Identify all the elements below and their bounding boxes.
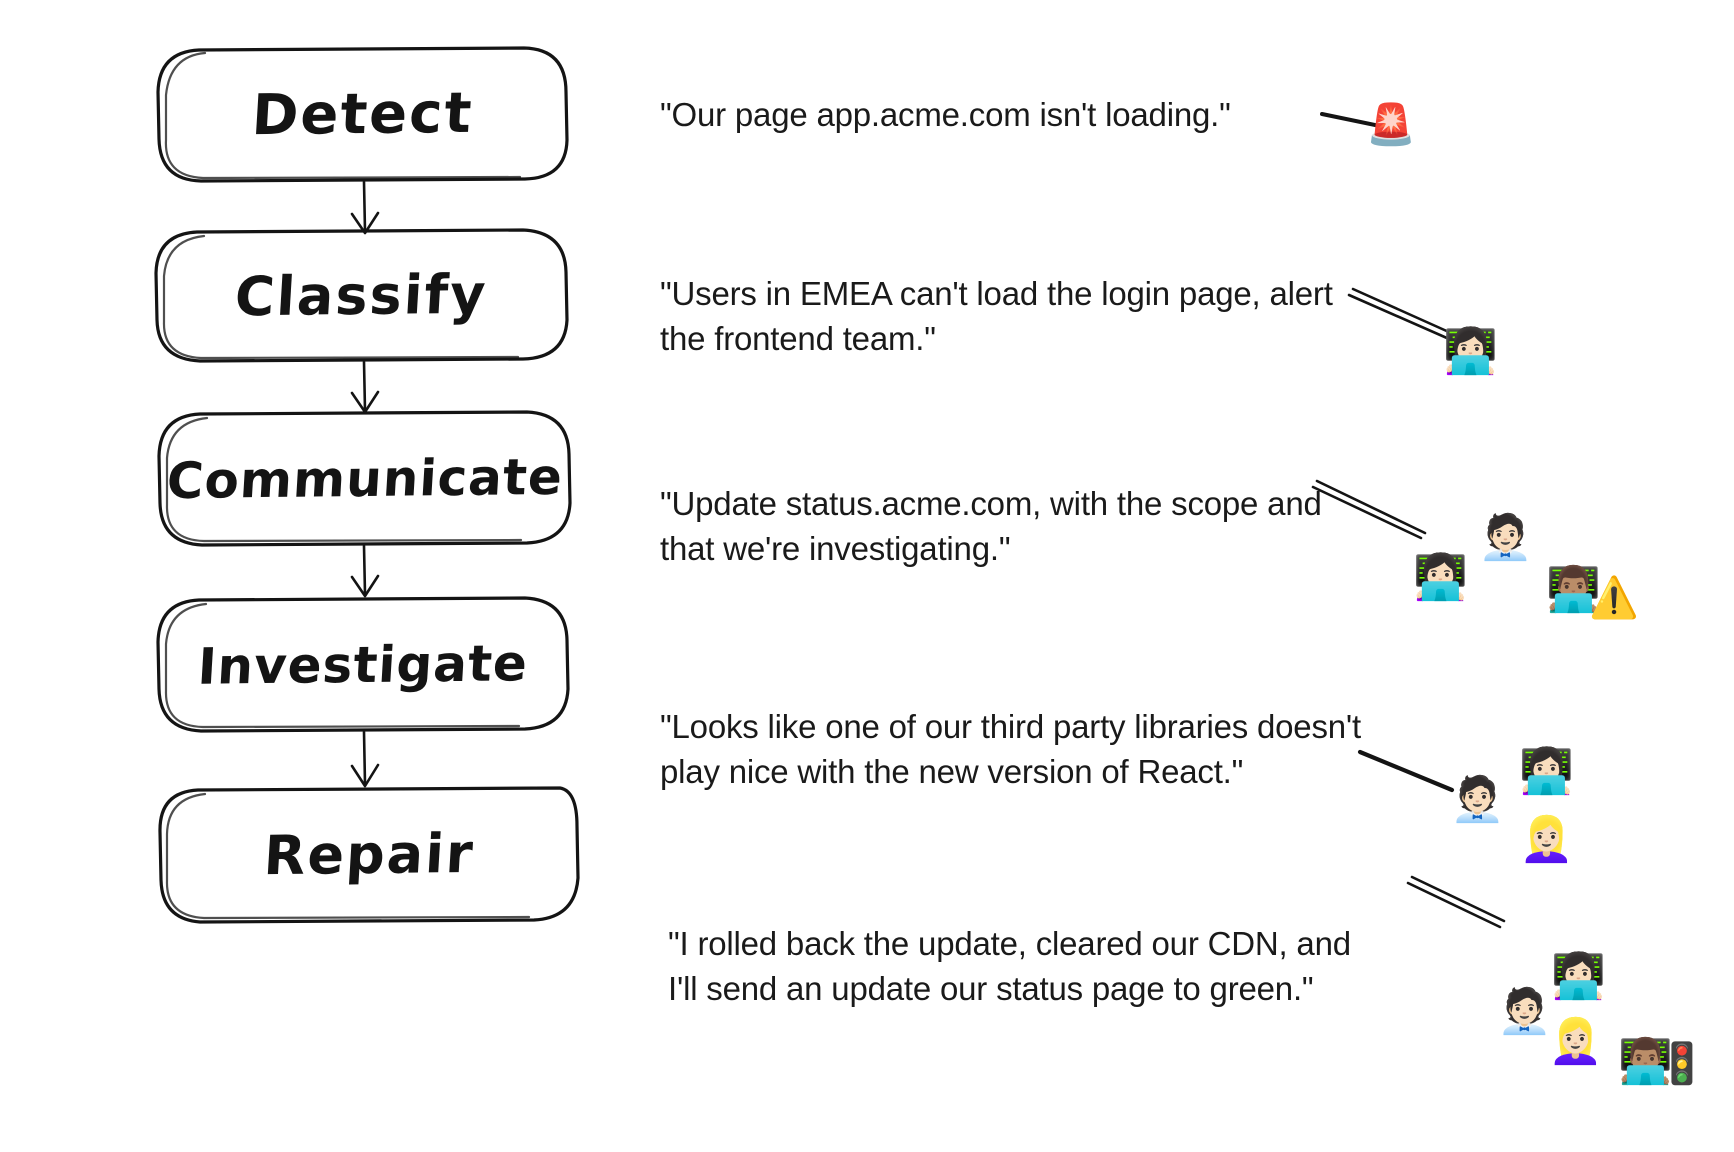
node-label-classify: Classify [233,262,490,328]
node-label-communicate: Communicate [164,447,565,510]
quote-classify: "Users in EMEA can't load the login page… [660,275,1333,357]
office-worker-icon: 🧑🏻‍💼 [1478,512,1533,563]
office-worker-icon: 🧑🏻‍💼 [1497,986,1552,1037]
police-car-light-icon: 🚨 [1366,102,1416,148]
quote-repair: "I rolled back the update, cleared our C… [668,925,1351,1007]
quote-investigate: "Looks like one of our third party libra… [660,708,1361,790]
blonde-woman-technologist-icon: 👱🏻‍♀️ [1548,1016,1603,1067]
warning-icon: ⚠️ [1589,575,1639,621]
node-label-repair: Repair [261,821,477,888]
woman-technologist-icon: 👩🏻‍💻 [1413,552,1468,603]
arrow-communicate-to-investigate [350,544,380,598]
blonde-woman-technologist-icon: 👱🏻‍♀️ [1519,814,1574,865]
quote-communicate: "Update status.acme.com, with the scope … [660,485,1322,567]
arrow-investigate-to-repair [350,730,380,788]
woman-technologist-icon: 👩🏻‍💻 [1519,746,1574,797]
arrow-classify-to-communicate [350,360,380,414]
node-investigate[interactable]: Investigate [158,598,568,731]
vertical-traffic-light-icon: 🚦 [1657,1041,1707,1087]
leader-line-repair [1406,875,1506,929]
arrow-detect-to-classify [350,180,380,235]
node-detect[interactable]: Detect [158,48,567,181]
woman-technologist-icon: 👩🏻‍💻 [1443,326,1498,377]
node-communicate[interactable]: Communicate [159,412,570,545]
node-label-detect: Detect [249,80,476,148]
quote-detect: "Our page app.acme.com isn't loading." [660,96,1231,133]
man-technologist-icon: 👨🏽‍💻 [1618,1036,1673,1087]
man-technologist-icon: 👨🏽‍💻 [1546,564,1601,615]
node-label-investigate: Investigate [196,633,530,696]
node-classify[interactable]: Classify [156,230,567,361]
woman-technologist-icon: 👩🏻‍💻 [1551,951,1606,1002]
node-repair[interactable]: Repair [160,788,578,922]
office-worker-icon: 🧑🏻‍💼 [1450,774,1505,825]
